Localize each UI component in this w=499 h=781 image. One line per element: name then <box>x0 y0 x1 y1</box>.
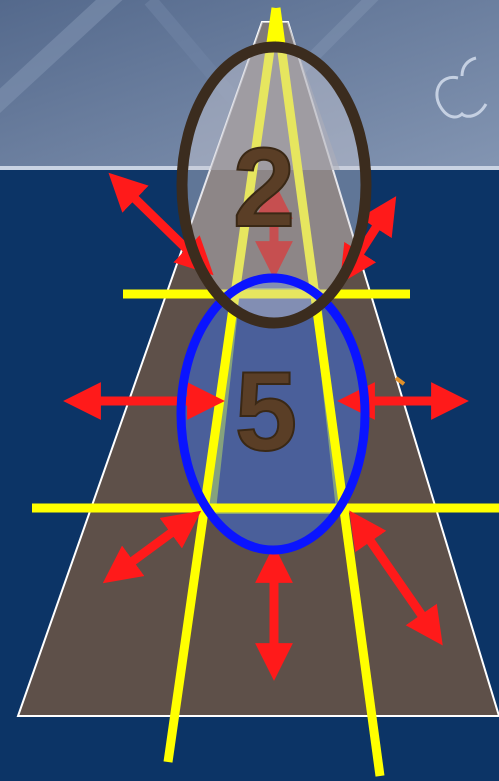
label-upper-number: 2 <box>233 125 295 250</box>
label-lower-number: 5 <box>235 349 297 474</box>
